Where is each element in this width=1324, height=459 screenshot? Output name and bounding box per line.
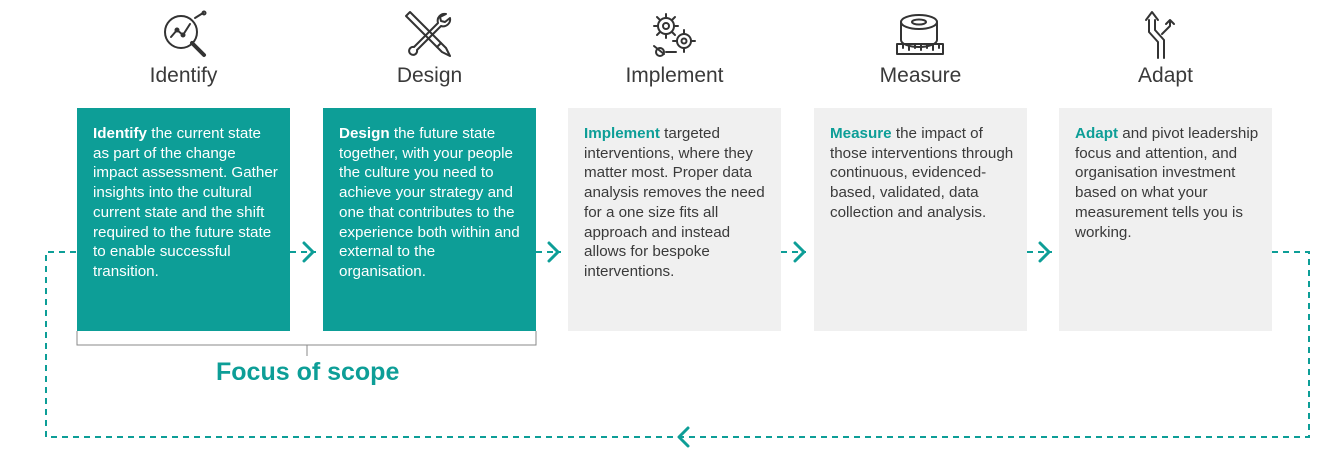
gears-icon	[653, 13, 696, 57]
stage-title-design: Design	[396, 64, 463, 87]
stage-keyword: Design	[339, 125, 390, 142]
stage-description: the future state together, with your peo…	[339, 125, 520, 280]
tape-measure-icon	[896, 14, 944, 55]
pencil-wrench-icon	[405, 11, 452, 57]
stage-card-design: Design the future state together, with y…	[323, 108, 536, 331]
stage-card-identify: Identify the current state as part of th…	[77, 108, 290, 331]
stage-keyword: Identify	[93, 125, 148, 142]
scope-bracket	[76, 331, 537, 356]
chevron-right-icon	[793, 241, 806, 263]
stage-card-adapt: Adapt and pivot leadership focus and att…	[1059, 108, 1272, 331]
chevron-right-icon	[547, 241, 560, 263]
feedback-loop-line	[45, 251, 1310, 438]
magnifier-chart-icon	[164, 10, 207, 57]
stage-keyword: Measure	[830, 125, 892, 142]
stage-keyword: Adapt	[1075, 125, 1119, 142]
stage-title-implement: Implement	[625, 64, 724, 87]
stage-card-measure: Measure the impact of those intervention…	[814, 108, 1027, 331]
chevron-right-icon	[302, 241, 315, 263]
stage-card-implement: Implement targeted interventions, where …	[568, 108, 781, 331]
focus-of-scope-label: Focus of scope	[216, 358, 400, 386]
stage-description: targeted interventions, where they matte…	[584, 125, 765, 280]
chevron-left-icon	[677, 426, 690, 448]
stage-title-adapt: Adapt	[1138, 64, 1193, 87]
stage-description: the current state as part of the change …	[93, 125, 278, 280]
stage-description: and pivot leadership focus and attention…	[1075, 125, 1259, 241]
stage-title-measure: Measure	[879, 64, 962, 87]
stage-title-identify: Identify	[149, 64, 218, 87]
chevron-right-icon	[1038, 241, 1051, 263]
diverging-arrow-icon	[1145, 11, 1175, 59]
stage-keyword: Implement	[584, 125, 660, 142]
stage-description: the impact of those interventions throug…	[830, 125, 1014, 221]
